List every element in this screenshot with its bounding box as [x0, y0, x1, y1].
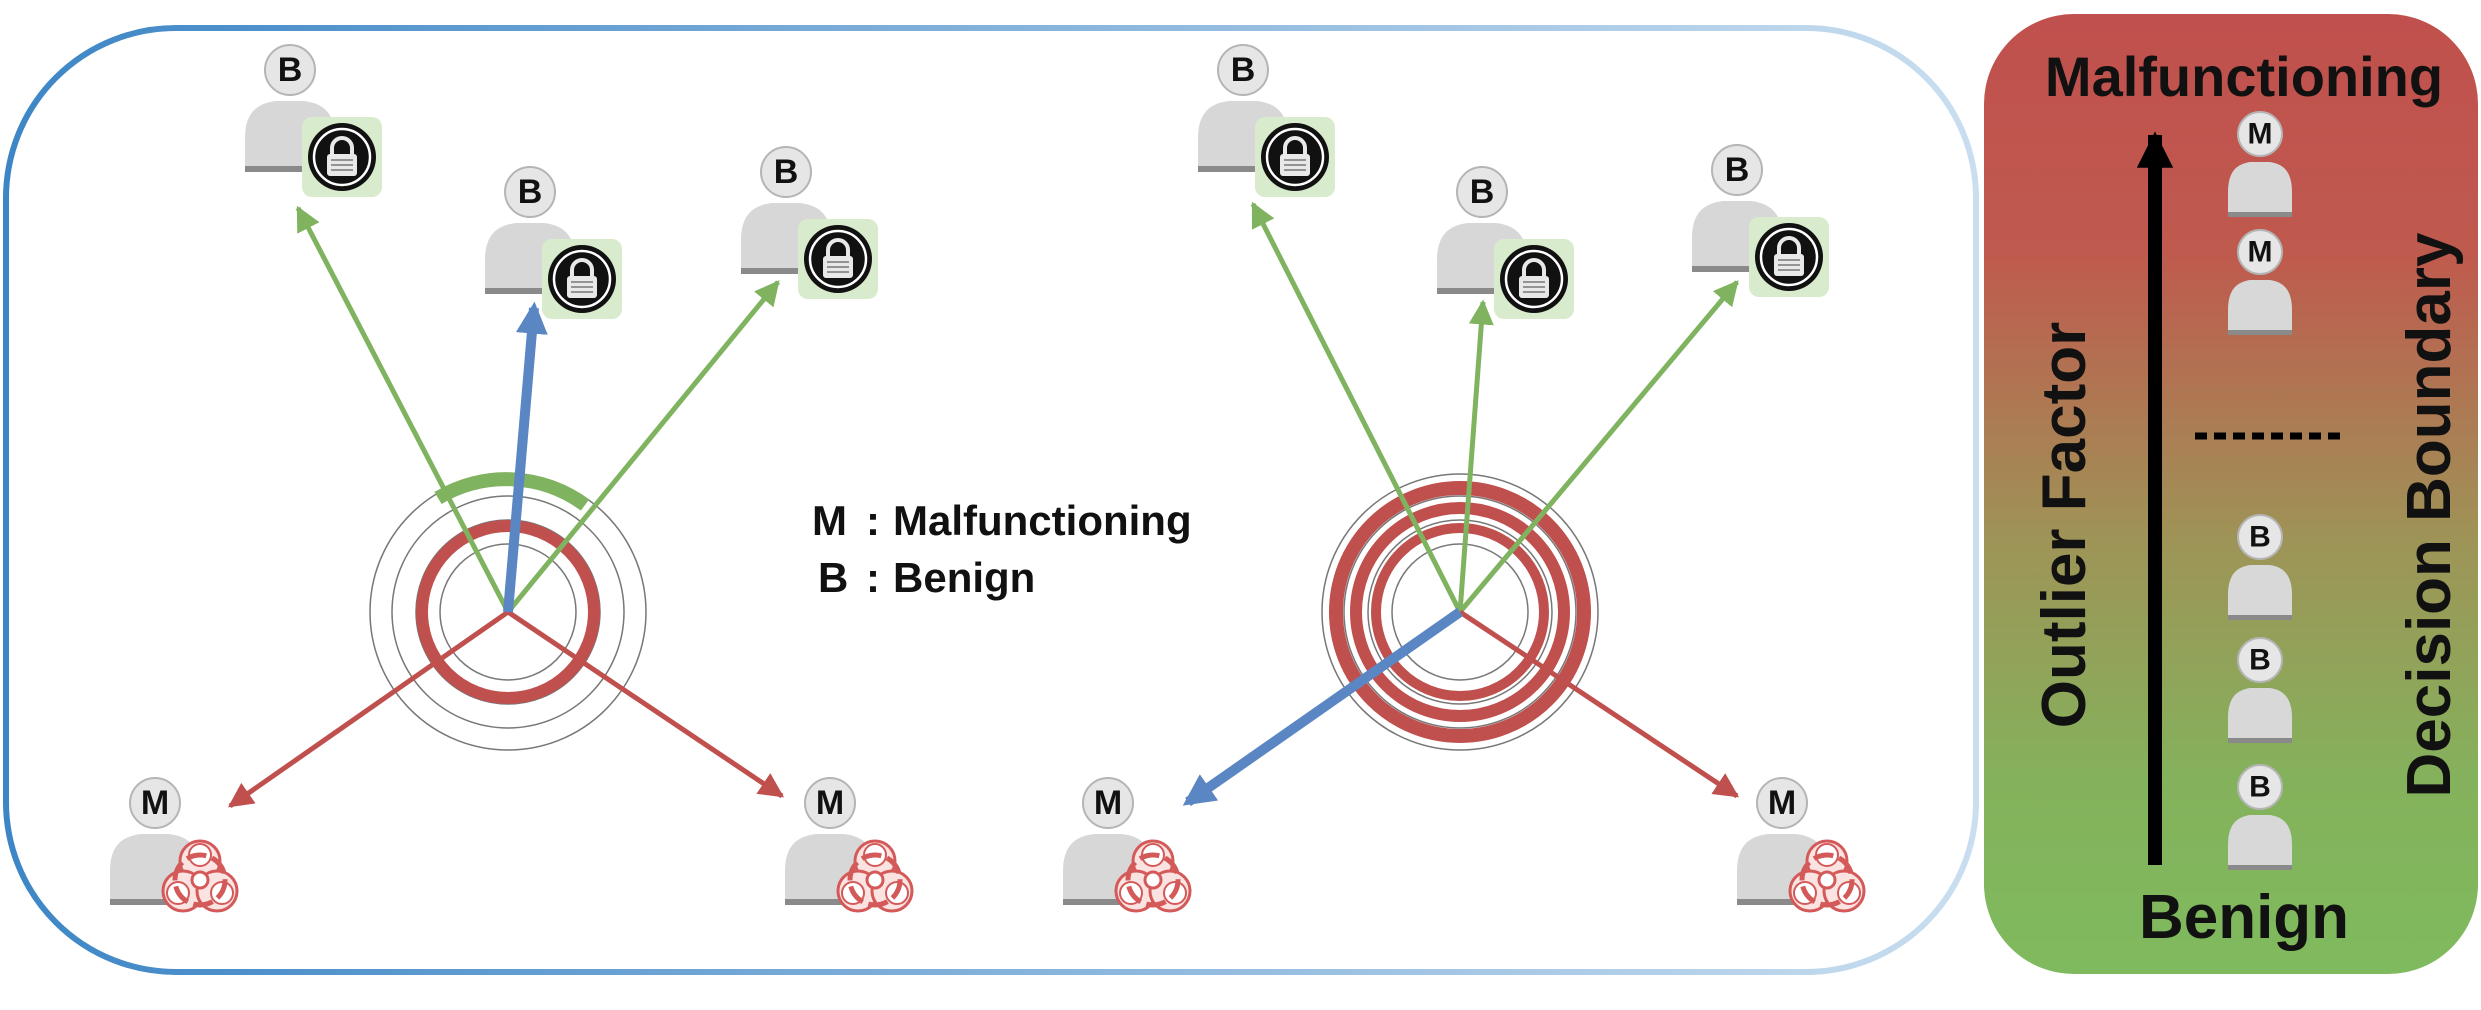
right-target-rings	[1321, 473, 1599, 751]
lock-icon	[300, 115, 384, 199]
legend-m-sep: :	[866, 497, 880, 544]
lock-icon	[1747, 215, 1831, 299]
left-arrow-malicious-2	[506, 609, 785, 799]
left-green-arc	[434, 472, 590, 511]
right-benign-user-2: B	[1436, 166, 1576, 321]
user-letter: B	[2249, 521, 2271, 554]
right-scene: B B B M M	[1062, 44, 1864, 911]
right-red-rings	[1329, 481, 1591, 743]
right-malicious-user-2: M	[1736, 777, 1864, 911]
right-benign-user-3: B	[1691, 144, 1831, 299]
user-letter: B	[2249, 644, 2271, 677]
left-benign-user-1: B	[244, 44, 384, 199]
panel-bottom-label: Benign	[2139, 883, 2349, 952]
panel-user-m-2: M	[2227, 229, 2293, 336]
panel-user-b-2: B	[2227, 637, 2293, 744]
panel-user-b-1: B	[2227, 514, 2293, 621]
right-arrow-selected	[1182, 607, 1463, 807]
legend-b-sep: :	[866, 554, 880, 601]
outlier-factor-label: Outlier Factor	[2030, 322, 2099, 729]
right-malicious-user-1: M	[1062, 777, 1190, 911]
user-letter: B	[1231, 51, 1256, 89]
legend-m-text: Malfunctioning	[893, 497, 1192, 544]
right-arrow-benign-2	[1457, 299, 1494, 613]
panel-user-b-3: B	[2227, 764, 2293, 871]
scene-frame	[3, 25, 1979, 975]
user-letter: B	[1725, 151, 1750, 189]
user-letter: M	[1768, 784, 1796, 822]
user-letter: B	[2249, 771, 2271, 804]
user-letter: M	[2248, 118, 2273, 151]
lock-icon	[1253, 115, 1337, 199]
user-letter: B	[1470, 173, 1495, 211]
lock-icon	[540, 237, 624, 321]
left-malicious-user-2: M	[784, 777, 912, 911]
user-letter: B	[518, 173, 543, 211]
legend-m-key: M	[812, 497, 847, 544]
left-arrow-benign-1	[295, 205, 511, 614]
user-letter: B	[278, 51, 303, 89]
left-benign-user-3: B	[740, 146, 880, 301]
right-arrow-benign-1	[1250, 201, 1463, 614]
legend-b-text: Benign	[893, 554, 1035, 601]
user-letter: M	[2248, 236, 2273, 269]
right-arrow-malicious-2	[1458, 609, 1740, 799]
left-arrow-selected	[503, 301, 548, 613]
left-benign-user-2: B	[484, 166, 624, 321]
user-letter: B	[774, 153, 799, 191]
outlier-panel-bg	[1984, 14, 2478, 974]
left-red-ring	[416, 520, 600, 704]
panel-top-label: Malfunctioning	[2045, 45, 2443, 108]
left-malicious-user-1: M	[109, 777, 237, 911]
legend-b-key: B	[818, 554, 848, 601]
outlier-panel: Malfunctioning Benign Outlier Factor Dec…	[1984, 14, 2478, 974]
user-letter: M	[816, 784, 844, 822]
lock-icon	[796, 217, 880, 301]
user-letter: M	[141, 784, 169, 822]
user-letter: M	[1094, 784, 1122, 822]
panel-user-m-1: M	[2227, 111, 2293, 218]
left-scene: B B B M M	[109, 44, 912, 911]
right-benign-user-1: B	[1197, 44, 1337, 199]
left-arrow-malicious-1	[227, 609, 510, 809]
right-arrow-benign-3	[1458, 280, 1739, 614]
decision-boundary-label: Decision Boundary	[2395, 232, 2464, 798]
left-arrow-benign-3	[506, 280, 780, 614]
lock-icon	[1492, 237, 1576, 321]
legend: M : Malfunctioning B : Benign	[812, 497, 1192, 601]
